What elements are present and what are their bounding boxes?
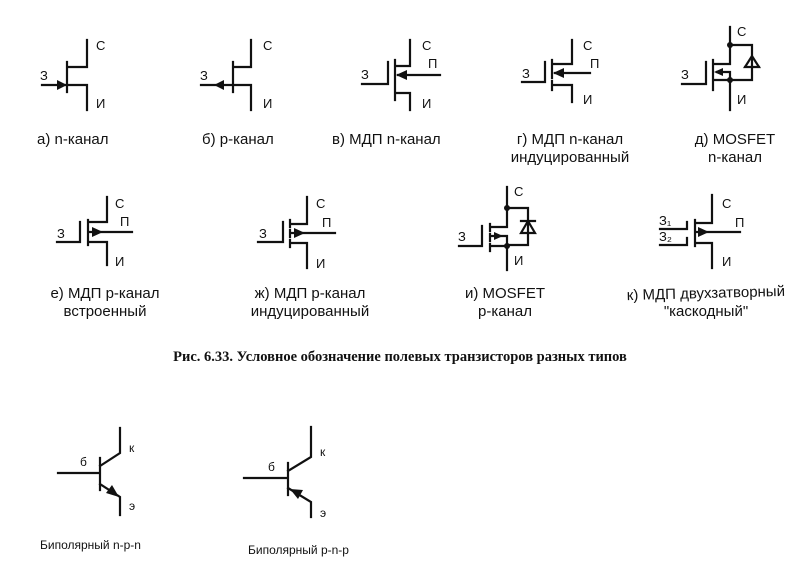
arrow-out-icon bbox=[494, 232, 503, 240]
caption-line-1: д) MOSFET bbox=[695, 131, 775, 148]
drain-label: С bbox=[722, 196, 731, 211]
source-label: И bbox=[316, 256, 325, 271]
caption-line-1: г) МДП n-канал bbox=[517, 131, 623, 148]
caption: в) МДП n-канал bbox=[332, 131, 441, 148]
arrow-out-icon bbox=[214, 80, 224, 90]
substrate-label: П bbox=[735, 215, 744, 230]
source-label: И bbox=[96, 96, 105, 111]
arrow-in-icon bbox=[553, 68, 564, 78]
drain-label: С bbox=[115, 196, 124, 211]
source-label: И bbox=[514, 253, 523, 268]
gate-label: З bbox=[57, 226, 65, 241]
symbol-mosfet-n-depletion: С П И З в) МДП n-канал bbox=[332, 38, 442, 148]
caption-line-1: е) МДП p-канал bbox=[50, 285, 159, 302]
arrow-out-icon bbox=[698, 227, 709, 237]
substrate-label: П bbox=[120, 214, 129, 229]
gate2-label: З₂ bbox=[659, 229, 672, 244]
source-label: И bbox=[737, 92, 746, 107]
source-label: И bbox=[722, 254, 731, 269]
gate-label: З bbox=[259, 226, 267, 241]
base-label: б bbox=[268, 460, 275, 474]
emitter-label: э bbox=[320, 506, 326, 520]
gate-label: З bbox=[361, 67, 369, 82]
caption-line-2: p-канал bbox=[478, 303, 532, 320]
caption-line-2: индуцированный bbox=[511, 149, 629, 166]
caption: Биполярный p-n-p bbox=[248, 543, 349, 557]
arrow-out-icon bbox=[294, 228, 305, 238]
symbol-mosfet-dual-gate: С П И З₁ З₂ к) МДП двухзатворный "каскод… bbox=[627, 193, 786, 320]
gate-label: З bbox=[681, 67, 689, 82]
symbol-power-mosfet-p: С И З и) MOSFET p-канал bbox=[457, 184, 545, 320]
symbol-bjt-pnp: б к э Биполярный p-n-p bbox=[242, 425, 349, 557]
symbol-bjt-npn: б к э Биполярный n-p-n bbox=[40, 426, 141, 552]
caption-line-1: и) MOSFET bbox=[465, 285, 545, 302]
symbol-mosfet-p-depletion: С П И З е) МДП p-канал встроенный bbox=[50, 195, 160, 320]
substrate-label: П bbox=[590, 56, 599, 71]
drain-label: С bbox=[514, 184, 523, 199]
diode-icon bbox=[519, 218, 537, 235]
arrow-in-icon bbox=[57, 80, 67, 90]
gate-label: З bbox=[522, 66, 530, 81]
substrate-label: П bbox=[322, 215, 331, 230]
diode-icon bbox=[742, 53, 762, 69]
source-label: И bbox=[422, 96, 431, 111]
emitter-arrow-icon bbox=[106, 485, 119, 497]
drain-label: С bbox=[737, 24, 746, 39]
symbol-mosfet-n-enhancement: С П И З г) МДП n-канал индуцированный bbox=[511, 38, 629, 166]
base-label: б bbox=[80, 455, 87, 469]
symbol-mosfet-p-enhancement: С П И З ж) МДП p-канал индуцированный bbox=[251, 195, 369, 320]
gate-label: З bbox=[200, 68, 208, 83]
caption: Биполярный n-p-n bbox=[40, 538, 141, 552]
drain-label: С bbox=[583, 38, 592, 53]
caption-line-2: индуцированный bbox=[251, 303, 369, 320]
drain-label: С bbox=[316, 196, 325, 211]
source-label: И bbox=[263, 96, 272, 111]
collector-label: к bbox=[320, 445, 326, 459]
arrow-out-icon bbox=[92, 227, 103, 237]
gate-label: З bbox=[458, 229, 466, 244]
symbol-jfet-n-channel: С И З а) n-канал bbox=[37, 38, 108, 148]
drain-label: С bbox=[422, 38, 431, 53]
caption-line-2: n-канал bbox=[708, 149, 762, 166]
source-label: И bbox=[115, 254, 124, 269]
caption: а) n-канал bbox=[37, 131, 108, 148]
caption-line-1: к) МДП двухзатворный bbox=[627, 283, 786, 304]
arrow-in-icon bbox=[396, 70, 407, 80]
caption-line-2: "каскодный" bbox=[664, 303, 748, 320]
substrate-label: П bbox=[428, 56, 437, 71]
caption-line-2: встроенный bbox=[64, 303, 147, 320]
emitter-label: э bbox=[129, 499, 135, 513]
arrow-in-icon bbox=[714, 68, 723, 76]
figure-caption: Рис. 6.33. Условное обозначение полевых … bbox=[173, 349, 627, 365]
symbol-power-mosfet-n: С И З д) MOSFET n-канал bbox=[680, 24, 775, 166]
symbol-jfet-p-channel: С И З б) p-канал bbox=[199, 38, 274, 148]
caption: б) p-канал bbox=[202, 131, 274, 148]
gate1-label: З₁ bbox=[659, 213, 672, 228]
collector-label: к bbox=[129, 441, 135, 455]
caption-line-1: ж) МДП p-канал bbox=[255, 285, 366, 302]
gate-label: З bbox=[40, 68, 48, 83]
emitter-arrow-icon bbox=[290, 489, 303, 499]
drain-label: С bbox=[96, 38, 105, 53]
drain-label: С bbox=[263, 38, 272, 53]
source-label: И bbox=[583, 92, 592, 107]
